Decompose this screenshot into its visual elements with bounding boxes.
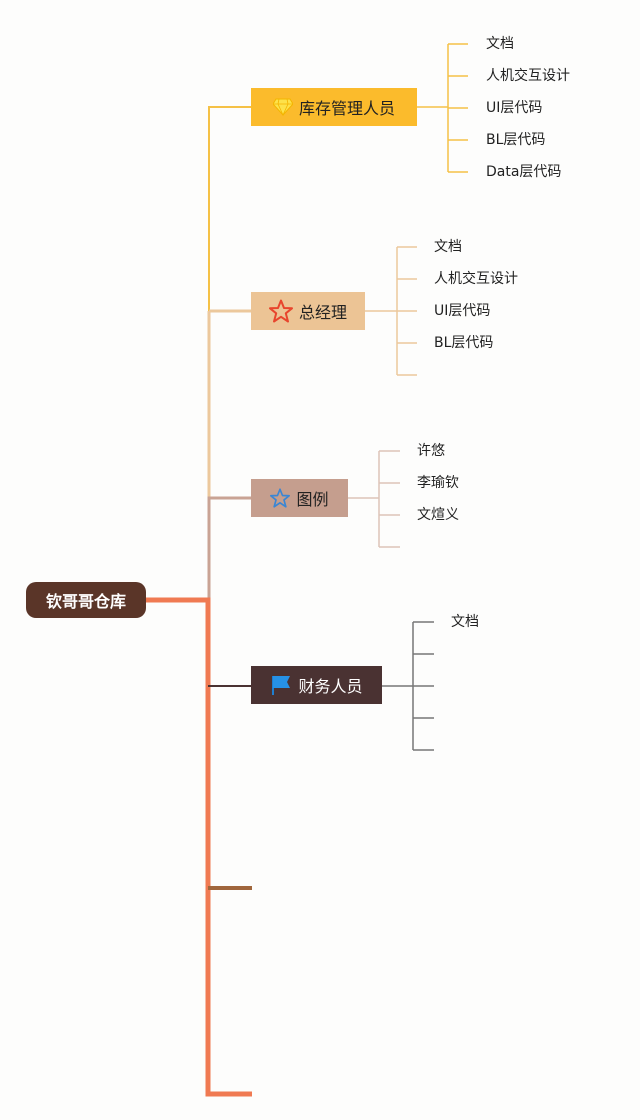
connector-topic-3 <box>207 496 251 600</box>
star-blue-icon <box>270 488 291 508</box>
topic-inventory-staff[interactable]: 库存管理人员 <box>251 88 417 126</box>
topic-finance-staff[interactable]: 财务人员 <box>251 666 382 704</box>
leaf-topic-3-member-1[interactable]: 许悠 <box>417 443 445 459</box>
leaf-topic-2-bl-code[interactable]: BL层代码 <box>434 335 494 351</box>
star-red-icon <box>268 299 293 323</box>
leaf-topic-3-member-2[interactable]: 李瑜钦 <box>417 475 459 491</box>
topic-label: 图例 <box>296 490 329 509</box>
connector-topic-1 <box>208 106 251 600</box>
diamond-icon <box>272 98 293 116</box>
leaf-topic-1-data-code[interactable]: Data层代码 <box>486 164 562 180</box>
topic-1-child-connectors <box>417 43 468 173</box>
leaf-topic-1-hci-design[interactable]: 人机交互设计 <box>486 68 570 84</box>
leaf-topic-1-ui-code[interactable]: UI层代码 <box>486 100 543 116</box>
topic-label: 库存管理人员 <box>298 99 395 118</box>
topic-general-manager[interactable]: 总经理 <box>251 292 365 330</box>
leaf-topic-1-docs[interactable]: 文档 <box>486 36 514 52</box>
leaf-topic-4-docs[interactable]: 文档 <box>451 614 479 630</box>
root-node[interactable]: 钦哥哥仓库 <box>26 582 146 618</box>
main-spine <box>146 597 252 1097</box>
leaf-topic-2-ui-code[interactable]: UI层代码 <box>434 303 491 319</box>
leaf-topic-2-docs[interactable]: 文档 <box>434 239 462 255</box>
topic-3-child-connectors <box>348 450 400 548</box>
flag-icon <box>270 674 292 696</box>
topic-label: 总经理 <box>298 303 347 322</box>
topic-legend[interactable]: 图例 <box>251 479 348 517</box>
topic-2-child-connectors <box>365 246 417 376</box>
topic-4-child-connectors <box>382 621 434 751</box>
root-label: 钦哥哥仓库 <box>45 592 126 611</box>
leaf-topic-1-bl-code[interactable]: BL层代码 <box>486 132 546 148</box>
topic-label: 财务人员 <box>298 677 363 696</box>
leaf-topic-2-hci-design[interactable]: 人机交互设计 <box>434 271 518 287</box>
leaf-topic-3-member-3[interactable]: 文煊义 <box>417 507 459 523</box>
